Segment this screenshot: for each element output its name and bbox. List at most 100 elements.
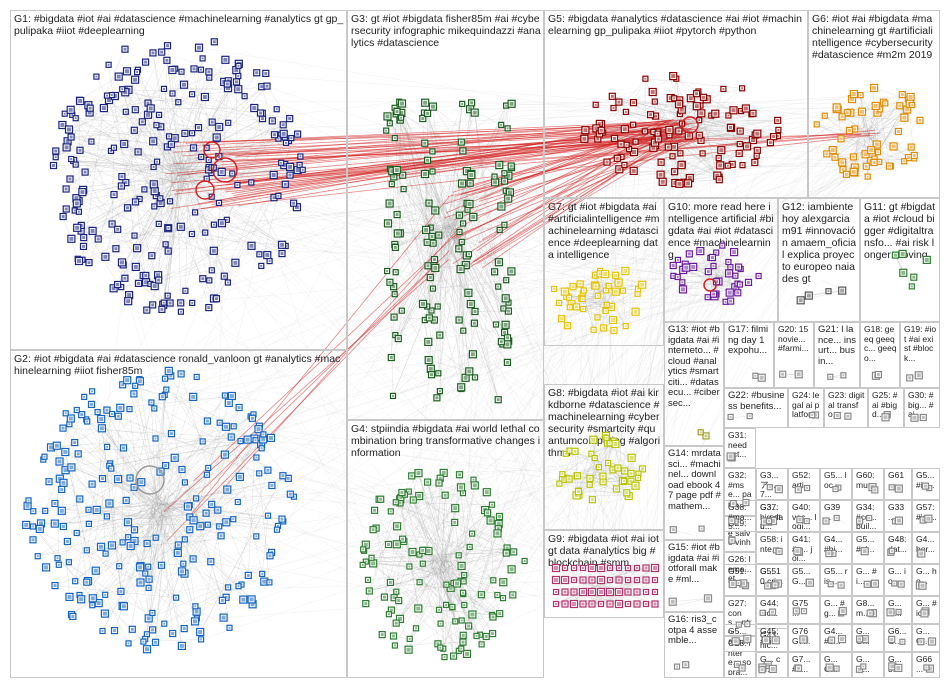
edge-intra-g2 (164, 457, 175, 519)
node-g3-fill (395, 213, 399, 217)
node-g1-fill (237, 64, 240, 67)
edge-intra-g4 (455, 552, 507, 622)
node-g1-fill (61, 215, 65, 218)
edge-intra-g2 (76, 503, 165, 534)
node-g1-fill (148, 106, 153, 111)
edge-intra-g1 (136, 147, 194, 249)
node-g2-fill (36, 555, 39, 558)
node-g2-fill (221, 615, 226, 620)
edge-intra-g2 (50, 447, 170, 505)
node-g3-fill (401, 173, 405, 177)
edge-intra-g2 (199, 475, 284, 633)
edge-intra-g1 (204, 96, 213, 168)
node-g8-fill (607, 462, 610, 464)
node-g2-fill (94, 507, 99, 512)
edge-intra-g1 (185, 183, 282, 246)
edge-intra-g4 (365, 538, 403, 545)
node-g5-fill (677, 129, 681, 133)
edge-intra-g4 (373, 563, 464, 643)
node-g9-fill (590, 590, 594, 594)
node-g2-fill (200, 638, 203, 641)
edge-intra-g4 (402, 538, 507, 554)
node-g3-fill (502, 307, 505, 310)
node-g1-fill (150, 254, 154, 258)
node-g3-fill (503, 179, 507, 183)
edge-intra-g4 (419, 554, 440, 570)
edge-intra-g3 (442, 174, 472, 237)
edge-intra-g4 (431, 559, 481, 635)
node-g1-fill (136, 150, 140, 154)
node-g9-fill (644, 578, 648, 582)
node-g1-fill (168, 135, 171, 138)
node-g1-fill (271, 173, 276, 177)
edge-intra-g4 (384, 560, 525, 598)
edge-intra-g1 (174, 138, 189, 184)
node-g3-fill (400, 101, 404, 106)
edge-intra-g4 (427, 482, 444, 563)
node-g1-fill (151, 139, 156, 144)
edge-intra-g2 (70, 418, 223, 601)
edge-intra-g3 (432, 279, 507, 289)
node-g3-fill (503, 331, 507, 334)
edge-intra-g2 (151, 389, 167, 513)
node-g1-fill (236, 87, 241, 92)
edge-intra-g4 (373, 563, 435, 570)
node-g1-fill (273, 133, 276, 137)
node-g3-fill (388, 122, 391, 125)
node-g4-fill (398, 501, 402, 505)
edge-intra-g2 (148, 565, 162, 619)
node-g3-fill (438, 390, 441, 393)
edge-intra-g3 (428, 359, 470, 372)
node-g8-fill (614, 487, 618, 491)
node-g3-fill (466, 208, 469, 211)
node-g2-fill (134, 384, 137, 387)
node-g4-fill (460, 619, 463, 622)
node-g1-fill (180, 70, 183, 73)
node-g2-fill (172, 455, 177, 460)
node-g4-fill (382, 595, 386, 599)
edge-intra-g3 (439, 225, 450, 392)
node-g1-fill (231, 172, 234, 175)
edge-intra-g2 (71, 467, 123, 543)
edge-intra-g4 (438, 559, 443, 610)
node-g2-fill (61, 525, 65, 528)
edge-intra-g4 (445, 555, 493, 616)
edge-intra-g4 (442, 528, 499, 573)
edge-intra-g1 (72, 114, 159, 225)
node-g1-fill (64, 187, 68, 191)
node-g1-fill (162, 301, 165, 304)
edge-intra-g2 (154, 437, 272, 511)
edge-intra-g1 (111, 147, 115, 225)
edge-intra-g2 (158, 504, 173, 634)
node-g1-fill (122, 142, 127, 146)
edge-intra-g4 (365, 502, 397, 604)
node-g6-fill (845, 111, 849, 115)
edge-intra-g3 (422, 224, 460, 305)
node-g7-fill (558, 301, 560, 304)
node-g4-fill (462, 591, 464, 594)
node-g1-fill (52, 164, 55, 167)
node-g6-fill (851, 169, 856, 174)
node-g4-fill (416, 606, 421, 611)
node-g9-fill (581, 578, 585, 582)
edge-intra-g1 (211, 113, 263, 271)
edge-intra-g4 (431, 551, 514, 565)
edge-intra-g3 (459, 231, 499, 400)
edge-intra-g2 (128, 535, 222, 538)
node-g1-fill (95, 75, 98, 78)
node-g1-fill (135, 246, 140, 251)
edge-intra-g2 (74, 413, 113, 582)
node-g7-fill (568, 306, 571, 309)
node-g3-fill (469, 173, 474, 177)
node-g2-fill (74, 580, 77, 583)
node-g6-fill (851, 92, 856, 96)
node-g6-fill (898, 104, 902, 108)
node-g2-fill (281, 474, 285, 478)
node-g1-fill (215, 297, 218, 301)
edge-intra-g2 (261, 515, 269, 574)
node-g2-fill (210, 502, 214, 506)
node-g2-fill (164, 377, 166, 380)
edge-intra-g1 (78, 181, 178, 202)
node-g8-fill (633, 483, 638, 488)
node-g3-fill (503, 223, 506, 226)
